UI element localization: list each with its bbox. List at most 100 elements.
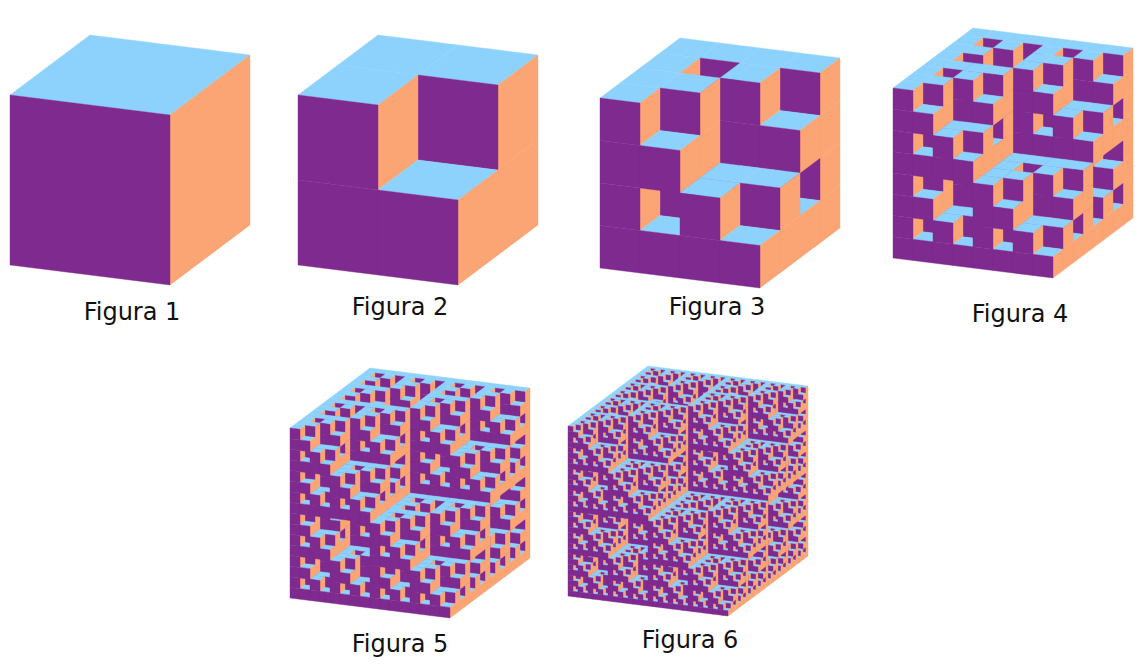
cube-face <box>405 386 415 398</box>
cube-face <box>290 566 300 578</box>
cube-face <box>973 247 993 271</box>
cube-face <box>660 88 700 136</box>
cube-face <box>298 180 378 275</box>
cube-face <box>470 409 480 421</box>
cube-face <box>490 422 500 434</box>
cube-face <box>993 249 1013 273</box>
cube-face <box>440 456 450 468</box>
cube-face <box>350 535 360 547</box>
fractal-cube <box>893 28 1133 278</box>
cube-face <box>1013 68 1033 92</box>
cube-face <box>973 102 993 126</box>
cube-face <box>973 204 993 228</box>
cube-face <box>395 411 405 423</box>
cube-face <box>490 432 500 444</box>
cube-face <box>440 414 450 426</box>
cube-face <box>1013 252 1033 276</box>
cube-face <box>450 415 460 427</box>
cube-face <box>600 98 640 146</box>
cube-face <box>1033 134 1053 158</box>
cube-face <box>418 75 498 170</box>
cube-face <box>923 83 943 107</box>
cube-face <box>1073 58 1093 82</box>
cube-face <box>460 489 470 501</box>
cube-face <box>485 396 495 408</box>
cube-face <box>1013 89 1033 113</box>
fractal-cube <box>600 38 840 288</box>
cube-face <box>450 477 460 489</box>
cube-face <box>445 429 455 441</box>
cube-face <box>505 419 515 431</box>
cube-face <box>1053 116 1073 140</box>
cube-face <box>993 207 1013 231</box>
cube-face <box>290 545 300 557</box>
cube-face <box>290 524 300 536</box>
cube-face <box>440 486 450 498</box>
cube-face <box>953 99 973 123</box>
cube-face <box>973 183 993 207</box>
cube-face <box>350 524 360 536</box>
cube-face <box>893 109 913 133</box>
cube-face <box>410 440 420 452</box>
cube-face <box>953 78 973 102</box>
cube-face <box>600 183 640 231</box>
cube-face <box>490 507 500 519</box>
cube-face <box>893 152 913 176</box>
cube-face <box>953 184 973 208</box>
cube-face <box>933 136 953 160</box>
cube-face <box>510 447 520 459</box>
cube-face <box>500 519 510 531</box>
cube-face <box>375 391 385 403</box>
cube-face <box>450 487 460 499</box>
cube-face <box>290 513 300 525</box>
cube-face <box>490 547 500 559</box>
cube-face <box>953 159 973 183</box>
cube-face <box>893 88 913 112</box>
cube-face <box>460 467 470 479</box>
cube-face <box>893 173 913 197</box>
cube-face <box>1103 53 1123 77</box>
cube-face <box>360 566 370 578</box>
cube-face <box>330 520 340 532</box>
cube-face <box>680 236 720 284</box>
cube-face <box>1033 254 1053 278</box>
cube-face <box>410 451 420 463</box>
cube-face <box>600 226 640 274</box>
cube-face <box>953 244 973 268</box>
cube-face <box>480 461 490 473</box>
cube-face <box>470 562 480 574</box>
cube-face <box>640 146 680 194</box>
cube-face <box>515 391 525 403</box>
cube-face <box>1073 79 1093 103</box>
cube-face <box>390 388 400 400</box>
cube-face <box>420 484 430 496</box>
cube-face <box>1013 231 1033 255</box>
cube-face <box>1053 197 1073 221</box>
cube-face <box>410 419 420 431</box>
cube-face <box>1033 173 1053 197</box>
cube-face <box>1013 132 1033 156</box>
cube-face <box>470 398 480 410</box>
fractal-cube <box>10 35 250 285</box>
cube-face <box>1033 194 1053 218</box>
cube-face <box>1043 63 1063 87</box>
cube-face <box>893 216 913 240</box>
cube-face <box>290 556 300 568</box>
cube-face <box>913 239 933 263</box>
cube-face <box>430 432 440 444</box>
cube-face <box>390 467 400 479</box>
cube-face <box>430 442 440 454</box>
cube-face <box>510 532 520 544</box>
cube-face <box>913 154 933 178</box>
cube-face <box>410 482 420 494</box>
cube-face <box>410 408 420 420</box>
cube-face <box>720 241 760 289</box>
cube-face <box>420 441 430 453</box>
cube-face <box>1093 167 1113 191</box>
cube-face <box>420 462 430 474</box>
cube-face <box>410 429 420 441</box>
cube-face <box>440 444 450 456</box>
cube-face <box>290 534 300 546</box>
cube-face <box>320 591 330 603</box>
